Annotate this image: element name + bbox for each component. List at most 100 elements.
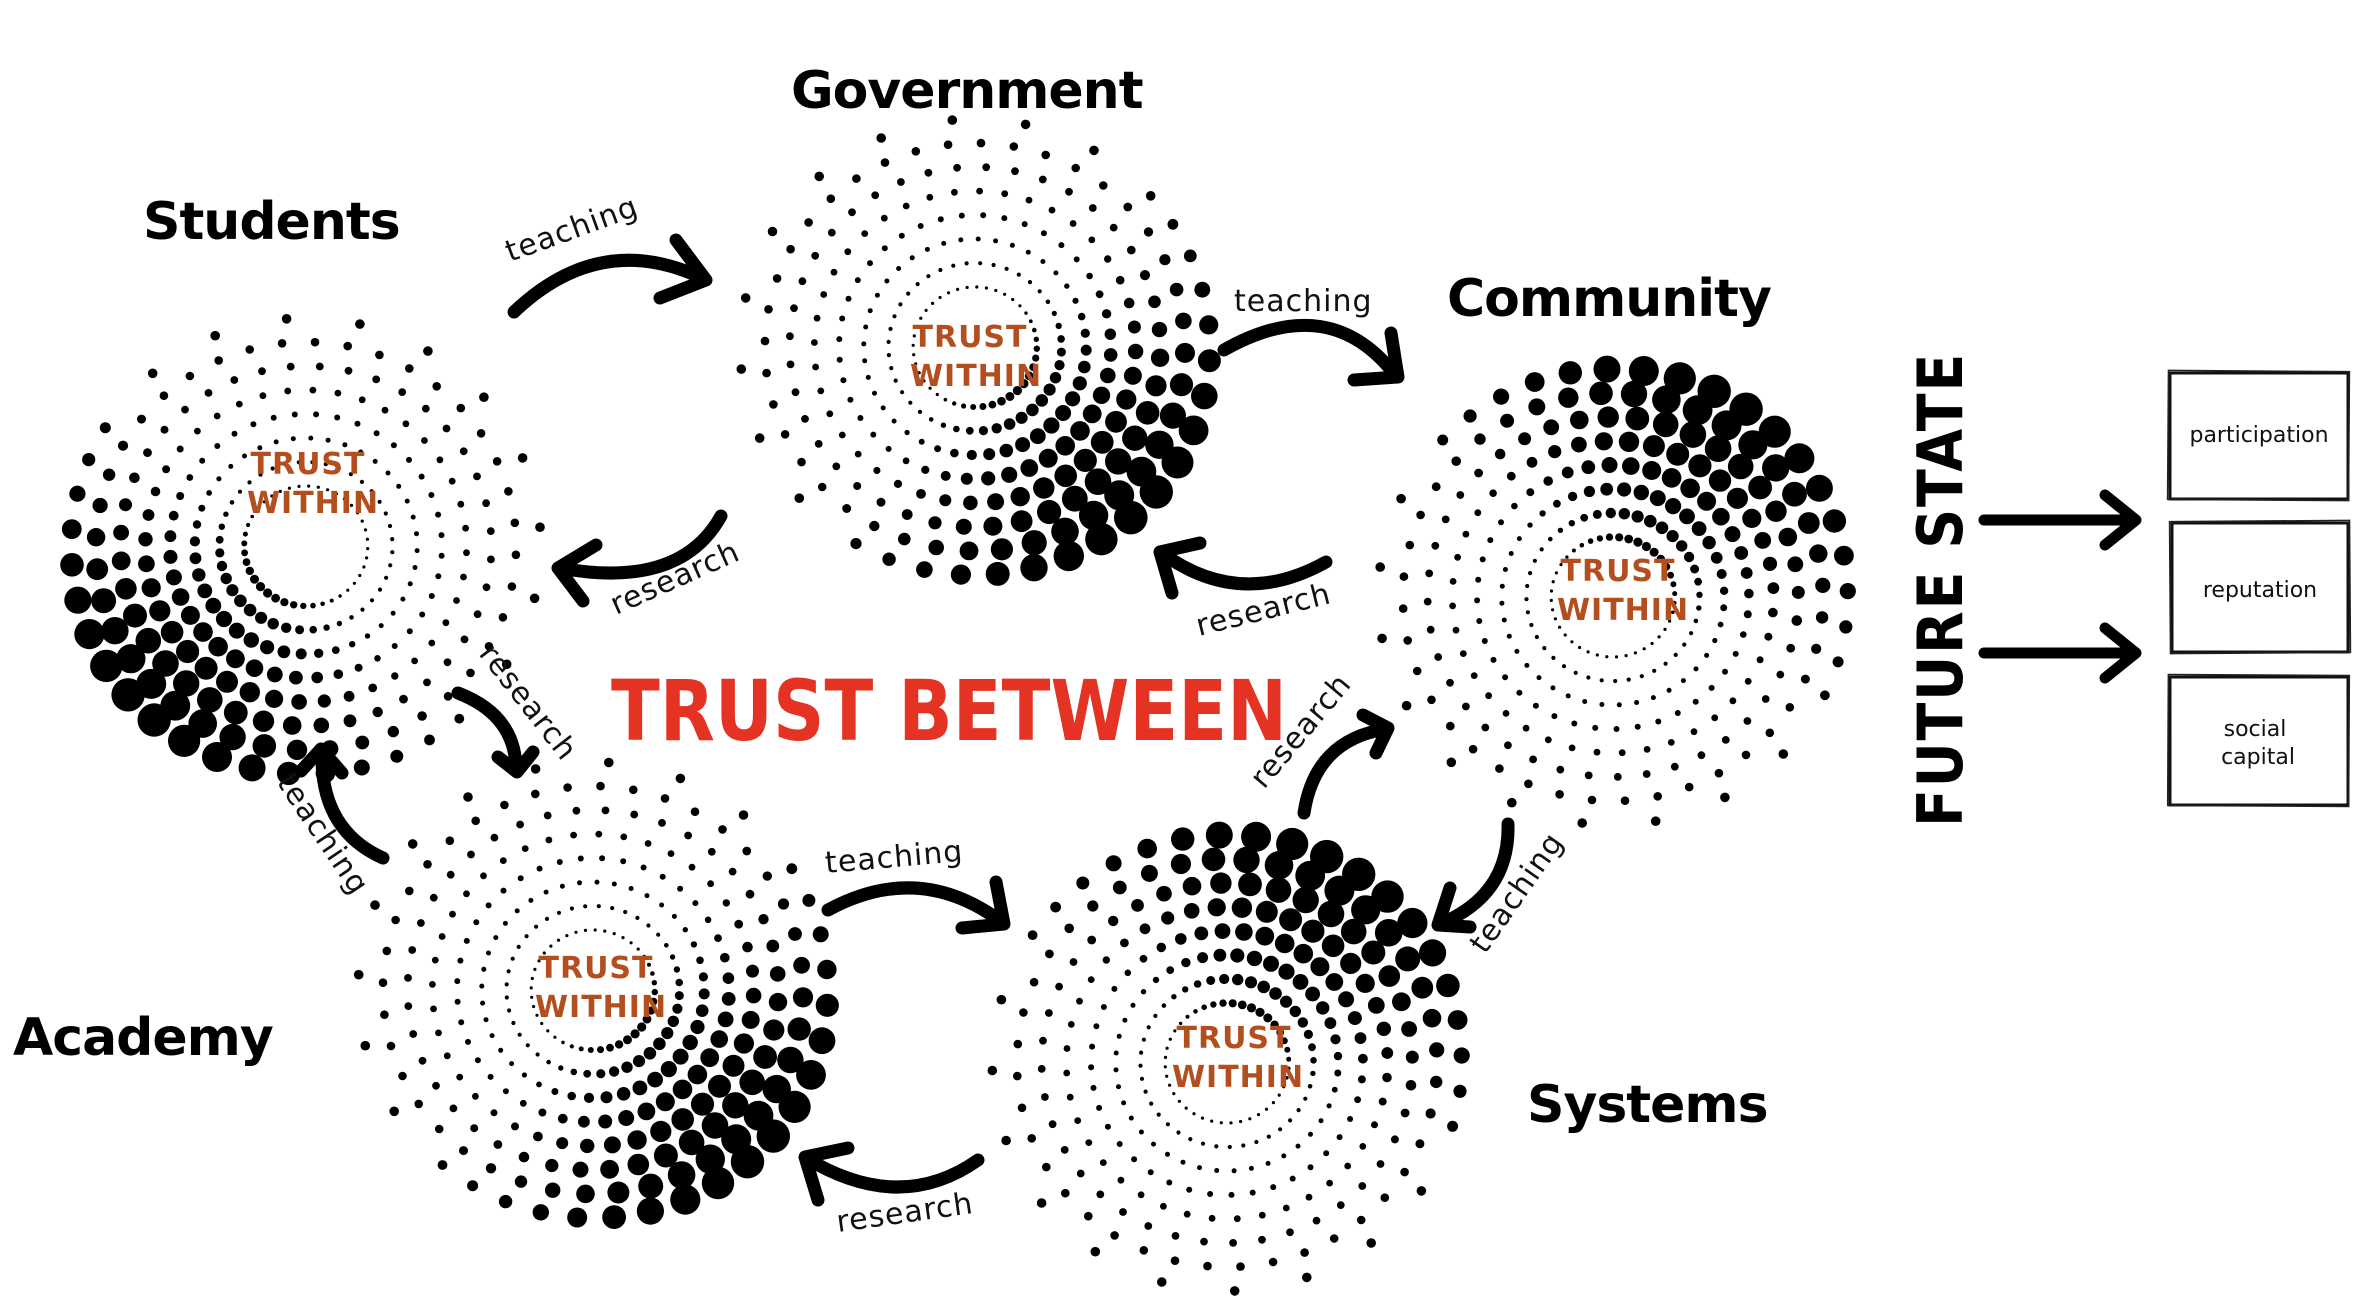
dot [1026,403,1039,417]
cluster-government [736,115,1221,586]
dot [1453,1084,1467,1098]
dot [1429,1042,1445,1058]
dot [893,479,903,488]
dot [629,785,638,795]
dot [817,482,827,492]
dot [1021,221,1028,228]
dot [1642,461,1662,480]
dot [1191,382,1218,410]
dot [786,863,798,875]
dot [372,458,378,464]
dot [608,1066,620,1077]
dot [446,870,455,879]
dot [276,761,301,786]
dot [869,520,880,532]
dot [1072,297,1079,304]
dot [1711,714,1719,722]
dot [510,518,520,528]
dot [698,988,710,1000]
dot [911,343,915,347]
dot [1296,1108,1301,1113]
dot [344,366,353,375]
dot [295,648,307,660]
dot [577,880,582,886]
dot [529,986,533,990]
dot [730,1145,765,1179]
dot [1797,512,1820,534]
dot [198,504,206,512]
dot [655,1092,675,1112]
dot [460,635,469,644]
dot [900,390,905,395]
dot [260,640,275,655]
dot [1498,519,1504,526]
dot [667,1161,696,1189]
dot [1447,1120,1459,1132]
dot [914,362,918,366]
dot [965,285,969,290]
dot [1573,670,1578,675]
dot [1120,938,1129,948]
dot [1357,1075,1366,1084]
dot [884,278,890,284]
dot [1020,459,1039,477]
dot [1397,907,1428,939]
dot [243,632,259,648]
dot [1650,695,1656,701]
dot [1555,790,1564,799]
dot [216,476,222,482]
dot [186,474,194,481]
dot [817,387,825,395]
dot [1210,872,1232,894]
dot [1502,674,1509,681]
dot [1171,994,1177,1000]
dot [1265,1160,1271,1166]
dot [1139,1050,1144,1055]
dot [1744,677,1752,685]
dot [610,906,615,911]
dot [762,368,771,378]
dot [181,405,189,414]
dot [1558,361,1583,385]
dot [1292,886,1319,914]
dot [152,650,179,677]
dot [1090,430,1114,454]
dot [391,643,398,649]
dot [307,484,311,488]
dot [1140,864,1158,882]
dot [951,263,956,268]
dot [1561,664,1567,669]
dot [659,902,665,908]
dot [1571,720,1578,727]
dot [1649,547,1659,557]
dot [601,806,610,815]
dot [1103,348,1118,362]
dot [794,493,805,504]
dot [1605,655,1609,659]
dot [1038,448,1058,468]
dot [1276,1028,1285,1037]
dot [1233,1215,1241,1223]
dot [881,245,888,252]
dot [742,941,753,953]
dot [197,687,223,713]
dot [1820,690,1830,701]
dot [1288,1118,1293,1123]
dot [521,1072,528,1078]
dot [229,500,235,505]
dot [1688,454,1712,478]
dot [1123,297,1135,309]
dot [1392,992,1411,1012]
dot [736,364,747,374]
dot [492,457,502,466]
dot [1029,363,1038,372]
dot [250,574,259,584]
dot [1729,697,1737,705]
dot [1009,242,1015,248]
dot [1159,402,1186,429]
dot [1277,1093,1281,1097]
dot [912,334,916,338]
dot [192,568,206,582]
dot [556,859,563,865]
dot [1201,847,1226,872]
